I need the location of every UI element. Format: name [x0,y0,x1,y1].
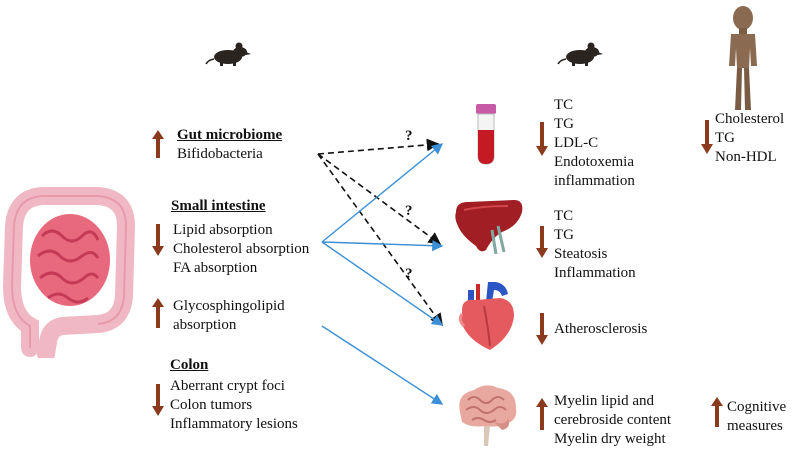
liver-outcome: TG [554,227,574,243]
blood-outcome: TG [554,116,574,132]
glyco-item: Glycosphingolipid [173,298,285,314]
human-brain-outcome: measures [727,418,783,434]
down-arrow-icon [701,120,713,154]
gut-item: Bifidobacteria [177,146,263,162]
down-arrow-icon [536,313,548,345]
down-arrow-icon [152,224,164,256]
liver-outcome: Inflammation [554,265,636,281]
human-brain-outcome: Cognitive [727,399,787,415]
question-mark: ? [405,203,413,219]
up-arrow-icon [152,298,164,328]
solid-arrow-si-to-blood [321,143,444,243]
solid-arrow-si-to-liver [321,240,444,252]
up-arrow-icon [711,397,723,427]
heart-outcome: Atherosclerosis [554,321,648,337]
liver-outcome: Steatosis [554,246,608,262]
colon-item: Aberrant crypt foci [170,378,285,394]
intestine-organ-icon [2,187,136,358]
human-blood-outcome: TG [715,130,735,146]
down-arrow-icon [536,122,548,156]
dashed-arrow-gut-to-heart [317,153,443,327]
blood-outcome: Endotoxemia [554,154,634,170]
brain-outcome: Myelin lipid and [554,393,654,409]
solid-arrow-si-to-heart [321,241,444,326]
blood-outcome: LDL-C [554,135,599,151]
brain-outcome: Myelin dry weight [554,431,666,447]
heart-organ-icon [458,282,514,350]
human-blood-outcome: Cholesterol [715,111,785,127]
solid-arrow-glyco-to-brain [321,325,444,405]
gut-microbiome-heading: Gut microbiome [177,127,283,143]
up-arrow-icon [536,398,548,430]
small-intestine-item: FA absorption [173,260,258,276]
small-intestine-item: Lipid absorption [173,222,273,238]
blood-tube-icon [476,104,496,165]
colon-item: Inflammatory lesions [170,416,298,432]
dashed-arrow-gut-to-blood [317,138,440,155]
mouse-icon [557,42,603,66]
human-figure-icon [729,6,757,110]
human-blood-outcome: Non-HDL [715,149,777,165]
dashed-arrow-gut-to-liver [317,153,442,245]
down-arrow-icon [536,226,548,258]
down-arrow-icon [152,384,164,416]
liver-organ-icon [455,200,523,255]
brain-organ-icon [459,385,517,446]
brain-outcome: cerebroside content [554,412,672,428]
colon-item: Colon tumors [170,397,253,413]
question-mark: ? [405,128,413,144]
blood-outcome: inflammation [554,173,635,189]
small-intestine-item: Cholesterol absorption [173,241,310,257]
question-mark: ? [405,266,413,282]
glyco-item: absorption [173,317,237,333]
colon-heading: Colon [170,357,209,373]
blood-outcome: TC [554,97,574,113]
liver-outcome: TC [554,208,574,224]
small-intestine-heading: Small intestine [171,198,266,214]
mouse-icon [205,42,251,66]
up-arrow-icon [152,130,164,158]
